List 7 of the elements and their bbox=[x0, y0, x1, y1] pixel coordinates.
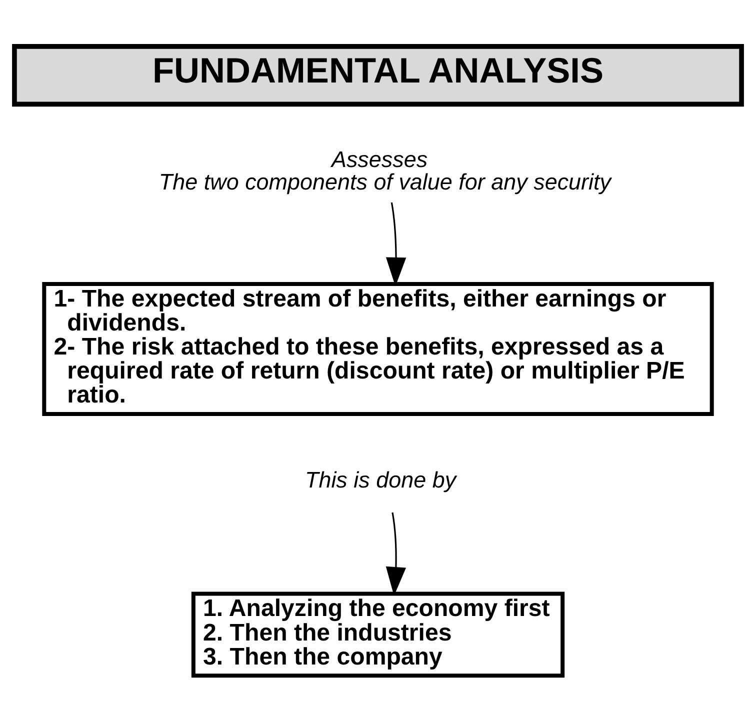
node-box: 1. Analyzing the economy first 2. Then the industries 3. Then the company bbox=[191, 591, 565, 678]
arrow bbox=[386, 512, 406, 596]
node-box: 1- The expected stream of benefits, either earnings or dividends. 2- The risk attached to these benefits, expressed as a required rate of return (discount rate) or multiplier P/E ratio. bbox=[42, 281, 714, 416]
arrow bbox=[386, 202, 406, 286]
node-box: FUNDAMENTAL ANALYSIS bbox=[12, 44, 744, 106]
node-text: Assesses The two components of value for any security bbox=[158, 146, 612, 194]
node-text: This is done by bbox=[304, 466, 456, 492]
